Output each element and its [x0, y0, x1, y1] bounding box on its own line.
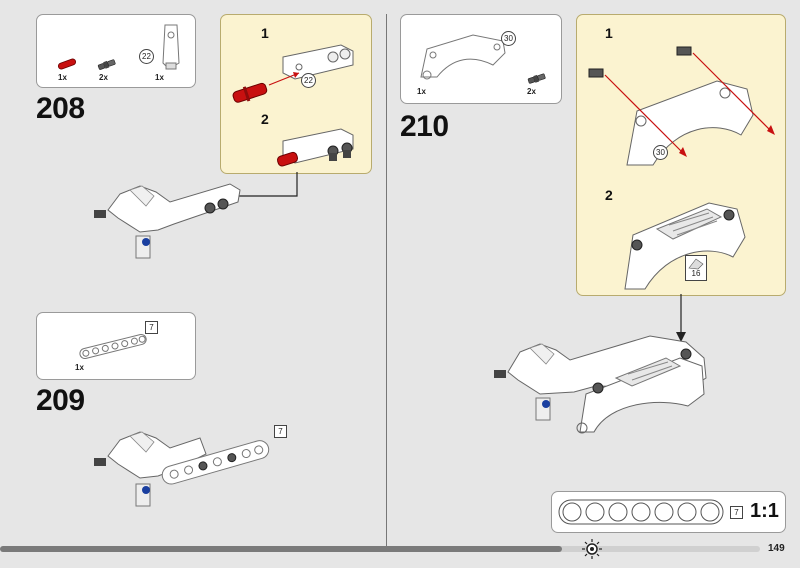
dark-pin-icon: [97, 59, 116, 70]
arch-with-panel-diagram: [624, 202, 746, 290]
panel-16-callout: 16: [685, 255, 707, 281]
panel-16-label: 16: [691, 269, 701, 278]
parts-callout-210: 30 1x 2x: [400, 14, 562, 104]
qty-connector: 1x: [155, 73, 164, 82]
page-number: 149: [768, 543, 785, 554]
dark-pin-icon-210: [527, 73, 546, 84]
model-beam-badge: 7: [274, 425, 287, 438]
connector-with-pins-diagram: [276, 128, 354, 167]
callout-30: 30: [501, 31, 516, 46]
substep-1-210: 1: [605, 25, 613, 41]
step-number-209: 209: [36, 384, 85, 417]
scale-beam-badge: 7: [730, 506, 743, 519]
page-divider: [386, 14, 387, 546]
callout-arrow-210: [676, 294, 686, 342]
arch-with-pins-diagram: [588, 46, 775, 166]
substep-2: 2: [261, 111, 269, 127]
qty-beam: 1x: [75, 363, 84, 372]
beam-7-actual-size-icon: [558, 499, 724, 525]
progress-bar-fill: [0, 546, 563, 552]
qty-arch: 1x: [417, 87, 426, 96]
panel-piece-icon: [688, 258, 704, 270]
model-210: [494, 335, 707, 434]
progress-bar: [0, 546, 760, 552]
scale-ratio: 1:1: [750, 500, 779, 522]
beam-7-icon: [79, 333, 147, 359]
connector-with-pin-diagram: [232, 44, 354, 103]
scale-reference-box: 7 1:1: [551, 491, 786, 533]
step-number-210: 210: [400, 110, 449, 143]
arch-piece-icon: [420, 34, 506, 80]
step-number-208: 208: [36, 92, 85, 125]
substep-1: 1: [261, 25, 269, 41]
subassembly-208: 1 22 2: [220, 14, 372, 174]
parts-callout-208: 1x 2x 22 1x: [36, 14, 196, 88]
qty-dark-pin: 2x: [99, 73, 108, 82]
qty-red-pin: 1x: [58, 73, 67, 82]
qty-pins-210: 2x: [527, 87, 536, 96]
model-208: [94, 183, 241, 259]
subassembly-210: 1 30 2 16: [576, 14, 786, 296]
beam-length-badge: 7: [145, 321, 158, 334]
model-209: [94, 431, 270, 507]
red-pin-icon: [57, 58, 77, 70]
substep-2-210: 2: [605, 187, 613, 203]
white-connector-icon: [162, 24, 180, 70]
parts-callout-209: 7 1x: [36, 312, 196, 380]
callout-30-sub: 30: [653, 145, 668, 160]
callout-22-sub: 22: [301, 73, 316, 88]
callout-22: 22: [139, 49, 154, 64]
progress-marker-icon: [582, 539, 602, 559]
